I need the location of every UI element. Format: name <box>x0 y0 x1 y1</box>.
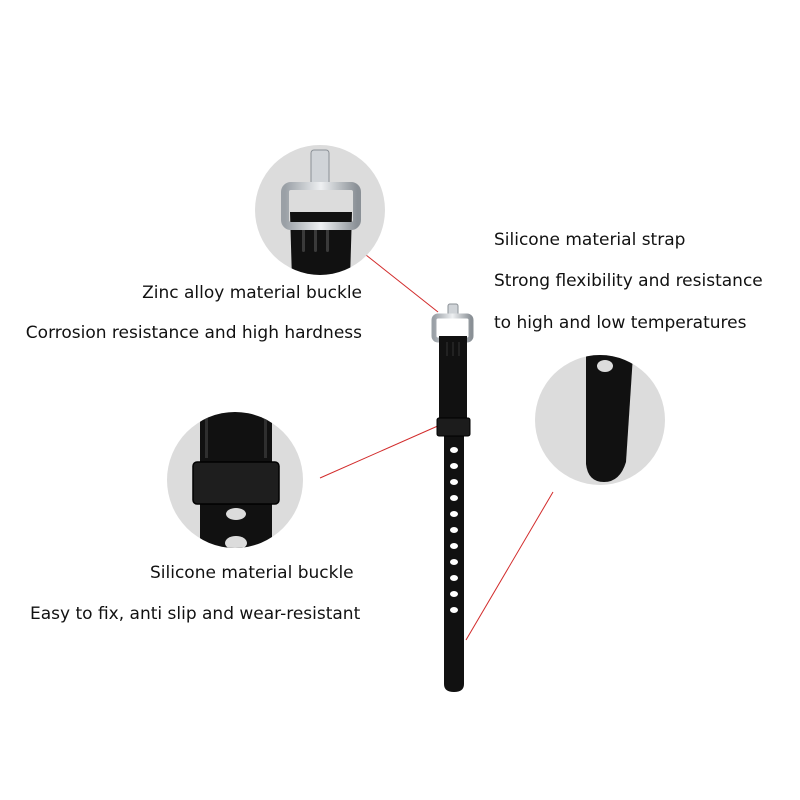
main-strap <box>431 303 474 692</box>
leader-line-zinc-buckle <box>365 254 439 313</box>
zinc-buckle-description: Corrosion resistance and high hardness <box>25 323 362 343</box>
silicone-strap-description-line-1: Strong flexibility and resistance <box>494 271 763 291</box>
silicone-buckle-title: Silicone material buckle <box>150 563 354 583</box>
leader-lines <box>319 254 554 641</box>
silicone-strap-description-line-2: to high and low temperatures <box>494 313 747 333</box>
metal-buckle-closeup-icon <box>255 145 385 275</box>
silicone-strap-title: Silicone material strap <box>494 230 686 250</box>
leader-line-silicone-strap <box>465 491 554 641</box>
strap-holes <box>450 447 458 613</box>
zinc-buckle-title: Zinc alloy material buckle <box>142 283 362 303</box>
strap-loop-closeup-icon <box>167 412 303 548</box>
strap-tip-closeup-icon <box>535 355 665 485</box>
silicone-buckle-description: Easy to fix, anti slip and wear-resistan… <box>30 604 361 624</box>
leader-line-silicone-buckle <box>319 424 441 479</box>
main-strap-loop <box>436 417 471 437</box>
